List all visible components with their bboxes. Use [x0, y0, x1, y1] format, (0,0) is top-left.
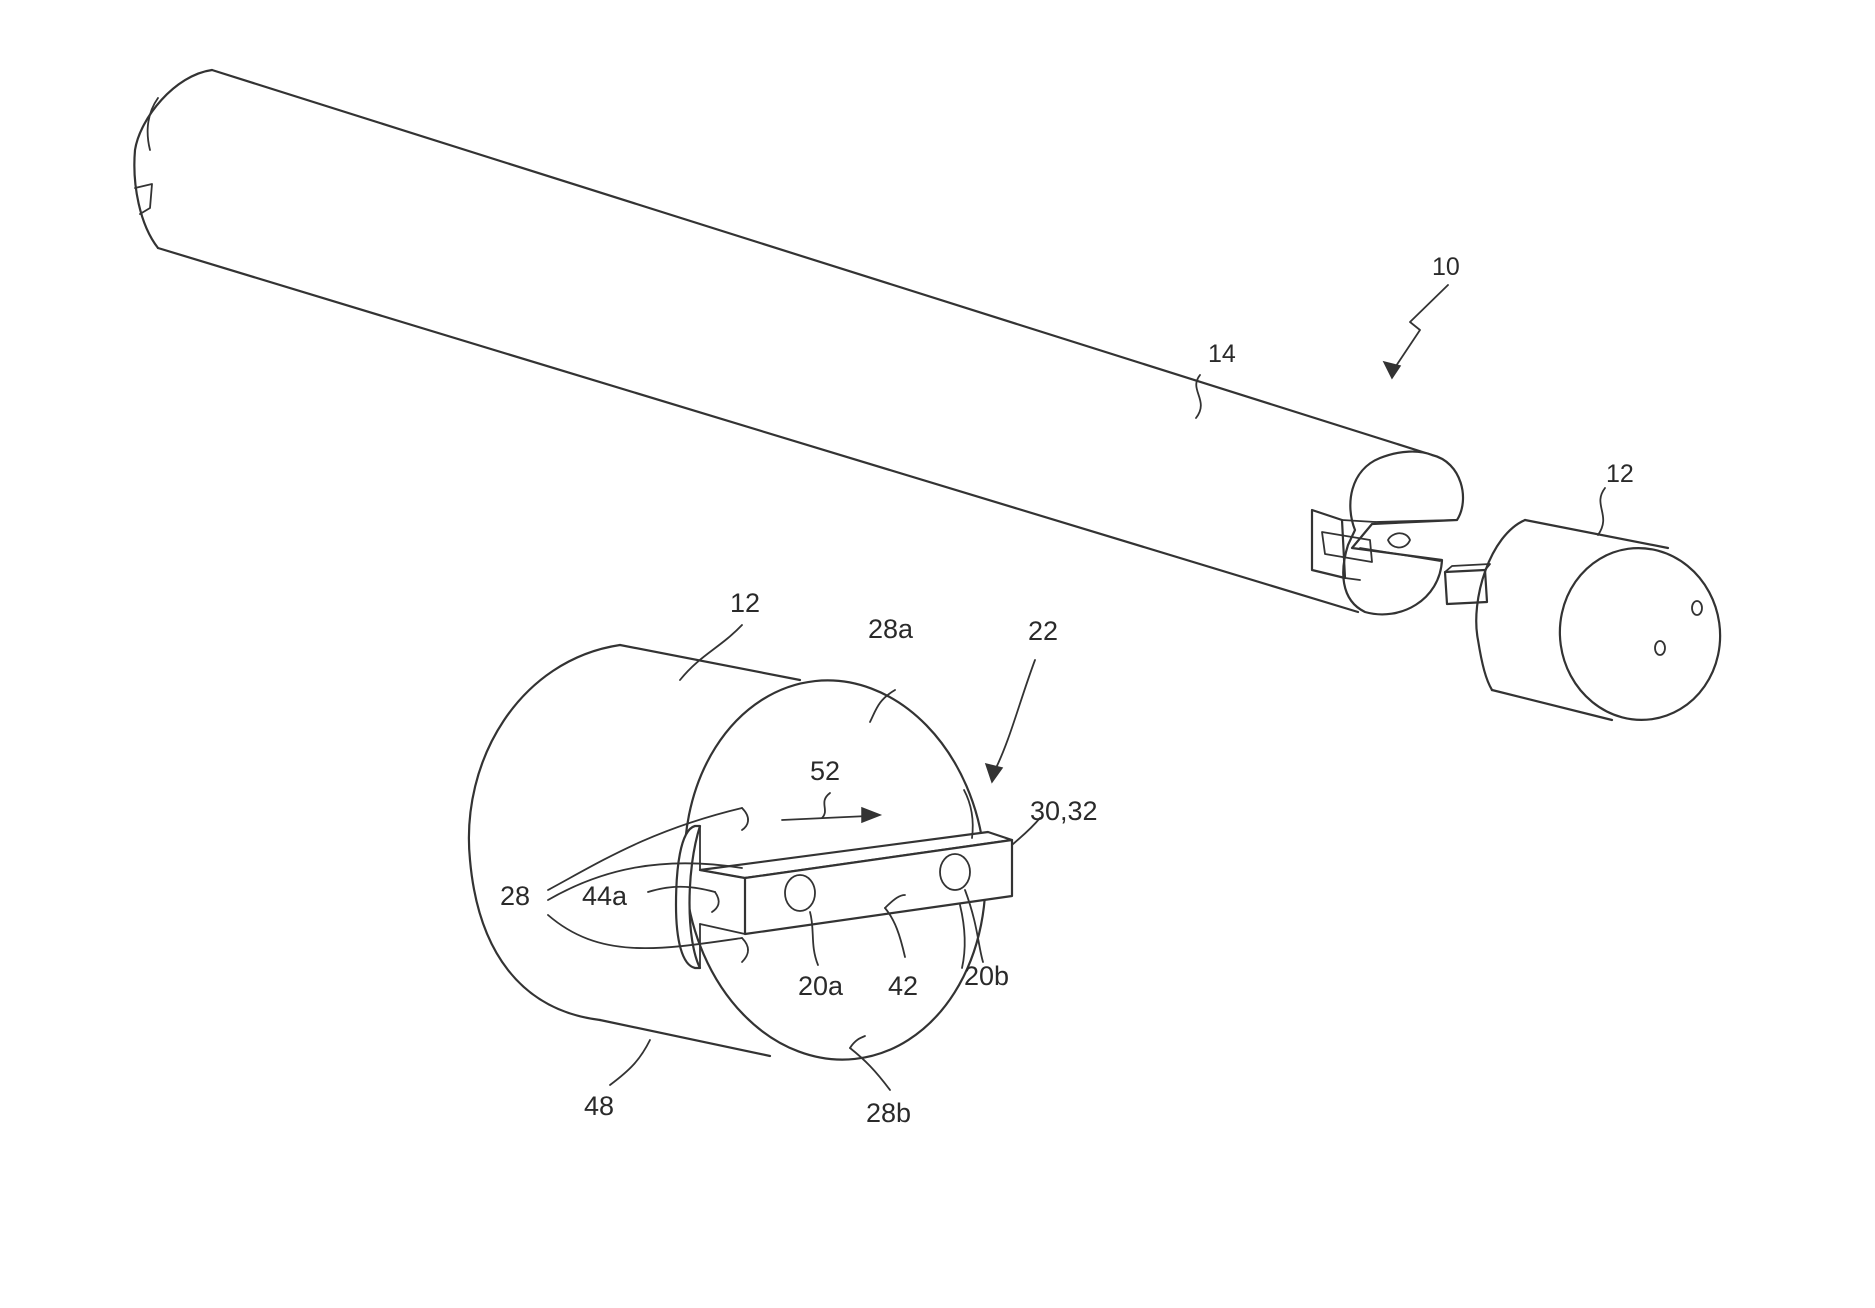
label-42: 42 — [888, 971, 918, 1001]
label-52: 52 — [810, 756, 840, 786]
label-28a: 28a — [868, 614, 914, 644]
label-48: 48 — [584, 1091, 614, 1121]
label-44a: 44a — [582, 881, 628, 911]
tube-body — [134, 70, 1432, 612]
label-28b: 28b — [866, 1098, 911, 1128]
label-10: 10 — [1432, 253, 1460, 281]
leader-lines — [548, 285, 1605, 1090]
label-22: 22 — [1028, 616, 1058, 646]
label-12-top: 12 — [1606, 460, 1634, 488]
label-14: 14 — [1208, 340, 1236, 368]
label-20a: 20a — [798, 971, 844, 1001]
reference-labels: 10 14 12 12 28a 22 52 30,32 28 44a 20a 4… — [500, 253, 1634, 1128]
label-28: 28 — [500, 881, 530, 911]
label-30-32: 30,32 — [1030, 796, 1098, 826]
cap-small — [1445, 520, 1731, 730]
label-20b: 20b — [964, 961, 1009, 991]
tube-front-face — [1312, 452, 1463, 615]
label-12-detail: 12 — [730, 588, 760, 618]
